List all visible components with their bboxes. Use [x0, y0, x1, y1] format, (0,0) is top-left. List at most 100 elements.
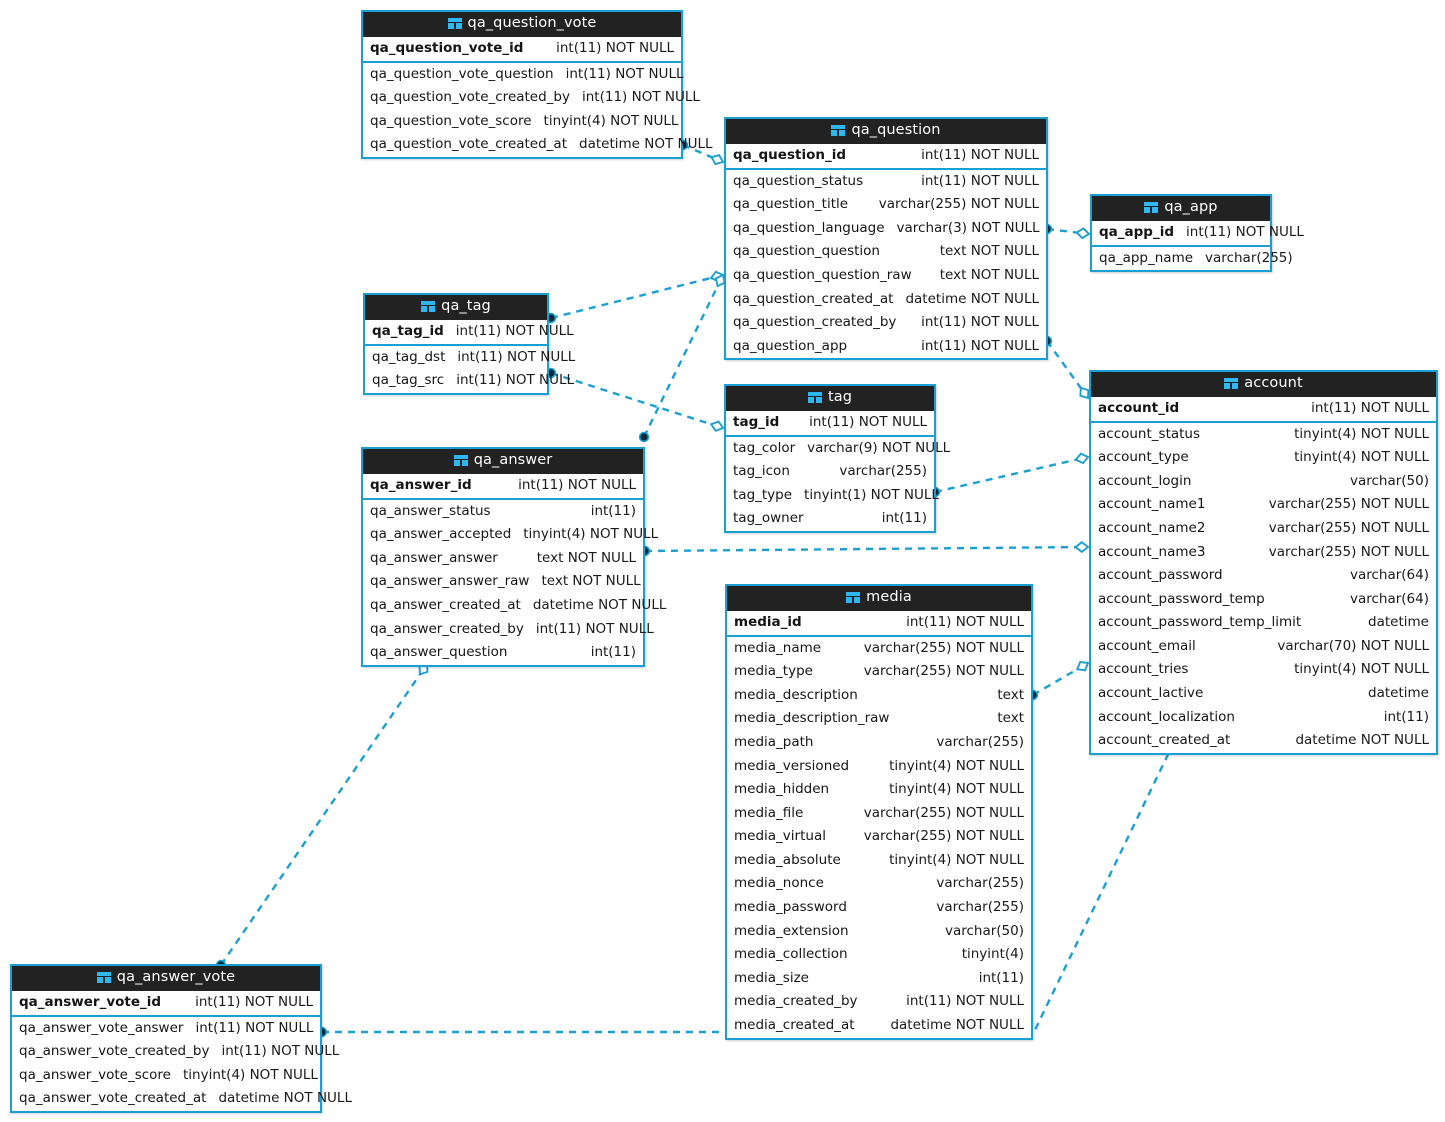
column-type: varchar(255) NOT NULL: [1268, 519, 1429, 536]
table-header[interactable]: qa_app: [1092, 196, 1270, 221]
crowfoot-diamond: [709, 270, 725, 283]
table-header[interactable]: media: [727, 586, 1031, 611]
table-header[interactable]: tag: [726, 386, 934, 411]
column-type: varchar(255): [1205, 249, 1293, 266]
column-name: qa_answer_vote_score: [19, 1066, 171, 1083]
column-name: account_id: [1098, 399, 1180, 416]
column-type: tinyint(4) NOT NULL: [1294, 425, 1429, 442]
table-header[interactable]: qa_answer: [363, 449, 643, 474]
table-header[interactable]: account: [1091, 372, 1436, 397]
table-header[interactable]: qa_question: [726, 119, 1046, 144]
table-header[interactable]: qa_tag: [365, 295, 547, 320]
table-icon: [1144, 202, 1159, 214]
column-type: varchar(9) NOT NULL: [807, 439, 951, 456]
column-type: tinyint(4) NOT NULL: [543, 112, 679, 129]
table-header[interactable]: qa_question_vote: [363, 12, 681, 37]
column-name: qa_question_question: [733, 243, 880, 260]
column-name: media_type: [734, 663, 813, 680]
column-name: tag_owner: [733, 510, 804, 527]
table-header[interactable]: qa_answer_vote: [12, 966, 320, 991]
